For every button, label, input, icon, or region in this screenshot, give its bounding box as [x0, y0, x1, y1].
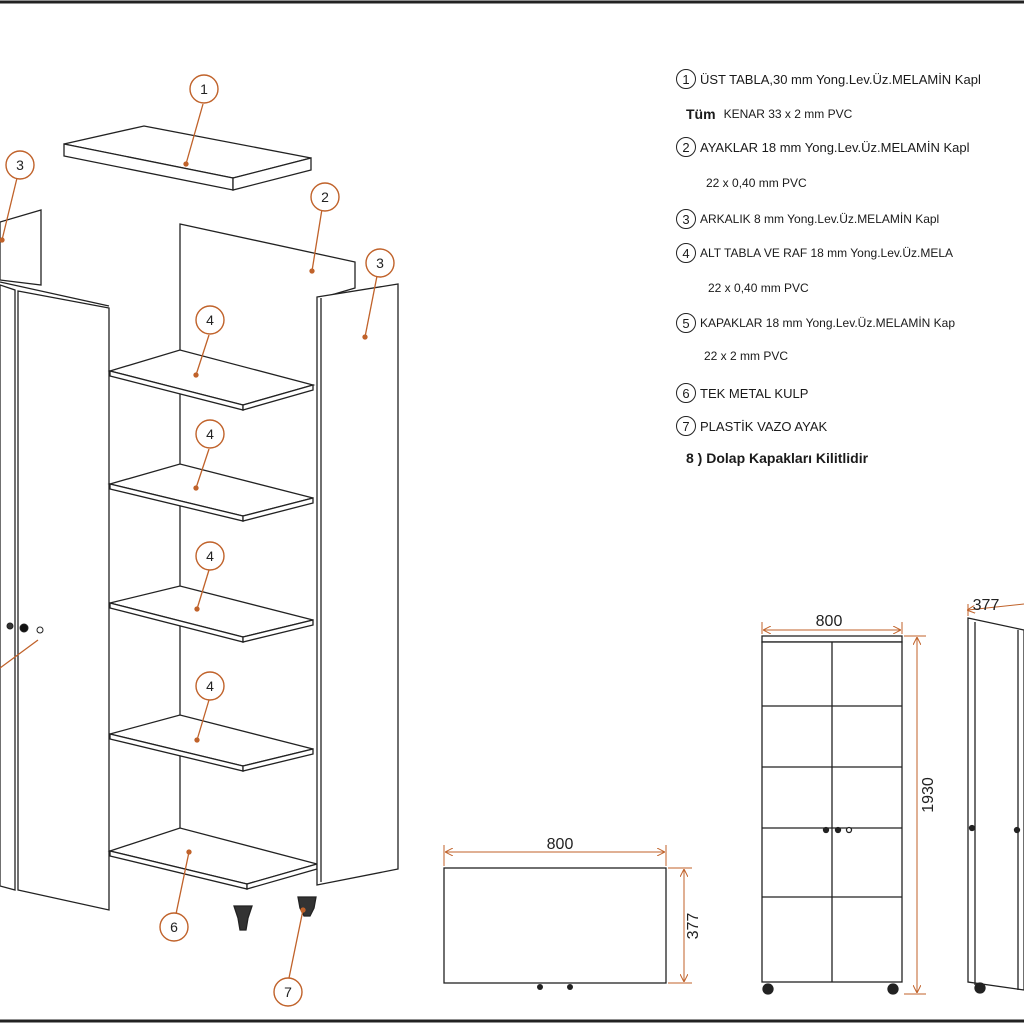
left-doors [0, 281, 110, 911]
callout-6-label: 6 [170, 919, 178, 935]
spec-item-2: 2 AYAKLAR 18 mm Yong.Lev.Üz.MELAMİN Kapl [676, 137, 970, 157]
top-view: 800 377 [443, 836, 702, 990]
bottom-board [107, 827, 320, 890]
spec-text-edge: KENAR 33 x 2 mm PVC [723, 107, 853, 121]
spec-item-5-edge: 22 x 2 mm PVC [704, 349, 788, 363]
callout-3-left: 3 [5, 150, 35, 180]
callout-4a: 4 [195, 305, 225, 335]
callout-leaders [0, 103, 378, 979]
spec-item-5: 5 KAPAKLAR 18 mm Yong.Lev.Üz.MELAMİN Kap [676, 313, 955, 333]
callout-4d: 4 [195, 671, 225, 701]
spec-text-2: AYAKLAR 18 mm Yong.Lev.Üz.MELAMİN Kapl [700, 139, 970, 155]
back-panel-left [0, 209, 42, 286]
spec-number-1: 1 [676, 69, 696, 89]
plastic-foot-right [297, 896, 317, 917]
callout-4b-label: 4 [206, 426, 214, 442]
spec-item-3: 3 ARKALIK 8 mm Yong.Lev.Üz.MELAMİN Kapl [676, 209, 939, 229]
spec-text-3: ARKALIK 8 mm Yong.Lev.Üz.MELAMİN Kapl [700, 212, 940, 226]
spec-list: 1 ÜST TABLA,30 mm Yong.Lev.Üz.MELAMİN Ka… [676, 66, 1024, 486]
side-view-depth-label: 377 [973, 597, 1000, 614]
lock-note-text: 8 ) Dolap Kapakları Kilitlidir [686, 450, 869, 466]
spec-text-4: ALT TABLA VE RAF 18 mm Yong.Lev.Üz.MELA [700, 246, 954, 260]
spec-number-3: 3 [676, 209, 696, 229]
spec-item-4-edge: 22 x 0,40 mm PVC [708, 281, 809, 295]
door-handles [6, 622, 44, 634]
spec-number-5: 5 [676, 313, 696, 333]
callouts: 1 2 3 3 4 4 4 4 6 7 [5, 74, 395, 1007]
top-view-depth-label: 377 [685, 913, 702, 940]
spec-prefix-tum: Tüm [686, 106, 716, 122]
spec-item-2-edge: 22 x 0,40 mm PVC [706, 176, 807, 190]
callout-7-label: 7 [284, 984, 292, 1000]
callout-4a-label: 4 [206, 312, 214, 328]
side-view: 377 [968, 597, 1024, 994]
callout-1-label: 1 [200, 81, 208, 97]
spec-text-2-edge: 22 x 0,40 mm PVC [706, 176, 807, 190]
spec-text-5: KAPAKLAR 18 mm Yong.Lev.Üz.MELAMİN Kap [700, 316, 956, 330]
shelf-3 [109, 585, 314, 643]
callout-2: 2 [310, 182, 340, 212]
callout-4b: 4 [195, 419, 225, 449]
callout-3-right: 3 [365, 248, 395, 278]
callout-2-label: 2 [321, 189, 329, 205]
spec-number-6: 6 [676, 383, 696, 403]
top-board [63, 125, 312, 191]
callout-4c-label: 4 [206, 548, 214, 564]
side-panel [316, 283, 399, 886]
spec-number-7: 7 [676, 416, 696, 436]
front-view-width-label: 800 [816, 613, 843, 630]
lock-note: 8 ) Dolap Kapakları Kilitlidir [686, 450, 868, 466]
exploded-view [0, 125, 399, 931]
callout-6: 6 [159, 912, 189, 942]
spec-text-5-edge: 22 x 2 mm PVC [704, 349, 789, 363]
shelf-2 [107, 463, 314, 522]
callout-4c: 4 [195, 541, 225, 571]
shelf-4 [109, 714, 314, 772]
spec-item-6: 6 TEK METAL KULP [676, 383, 808, 403]
callout-4d-label: 4 [206, 678, 214, 694]
spec-item-4: 4 ALT TABLA VE RAF 18 mm Yong.Lev.Üz.MEL… [676, 243, 953, 263]
plastic-foot-left [233, 905, 253, 931]
front-view-height-label: 1930 [920, 777, 937, 813]
spec-text-4-edge: 22 x 0,40 mm PVC [708, 281, 809, 295]
spec-item-edge: Tüm KENAR 33 x 2 mm PVC [686, 106, 852, 122]
spec-text-6: TEK METAL KULP [700, 385, 809, 401]
callout-3-right-label: 3 [376, 255, 384, 271]
top-view-width-label: 800 [547, 836, 574, 853]
spec-text-7: PLASTİK VAZO AYAK [700, 418, 828, 434]
callout-7: 7 [273, 977, 303, 1007]
callout-3-left-label: 3 [16, 157, 24, 173]
spec-text-1: ÜST TABLA,30 mm Yong.Lev.Üz.MELAMİN Kapl [700, 71, 981, 87]
callout-1: 1 [189, 74, 219, 104]
front-view: 800 1930 [761, 613, 937, 995]
spec-number-2: 2 [676, 137, 696, 157]
spec-item-7: 7 PLASTİK VAZO AYAK [676, 416, 827, 436]
shelf-1 [107, 349, 316, 411]
spec-item-1: 1 ÜST TABLA,30 mm Yong.Lev.Üz.MELAMİN Ka… [676, 69, 981, 89]
spec-number-4: 4 [676, 243, 696, 263]
